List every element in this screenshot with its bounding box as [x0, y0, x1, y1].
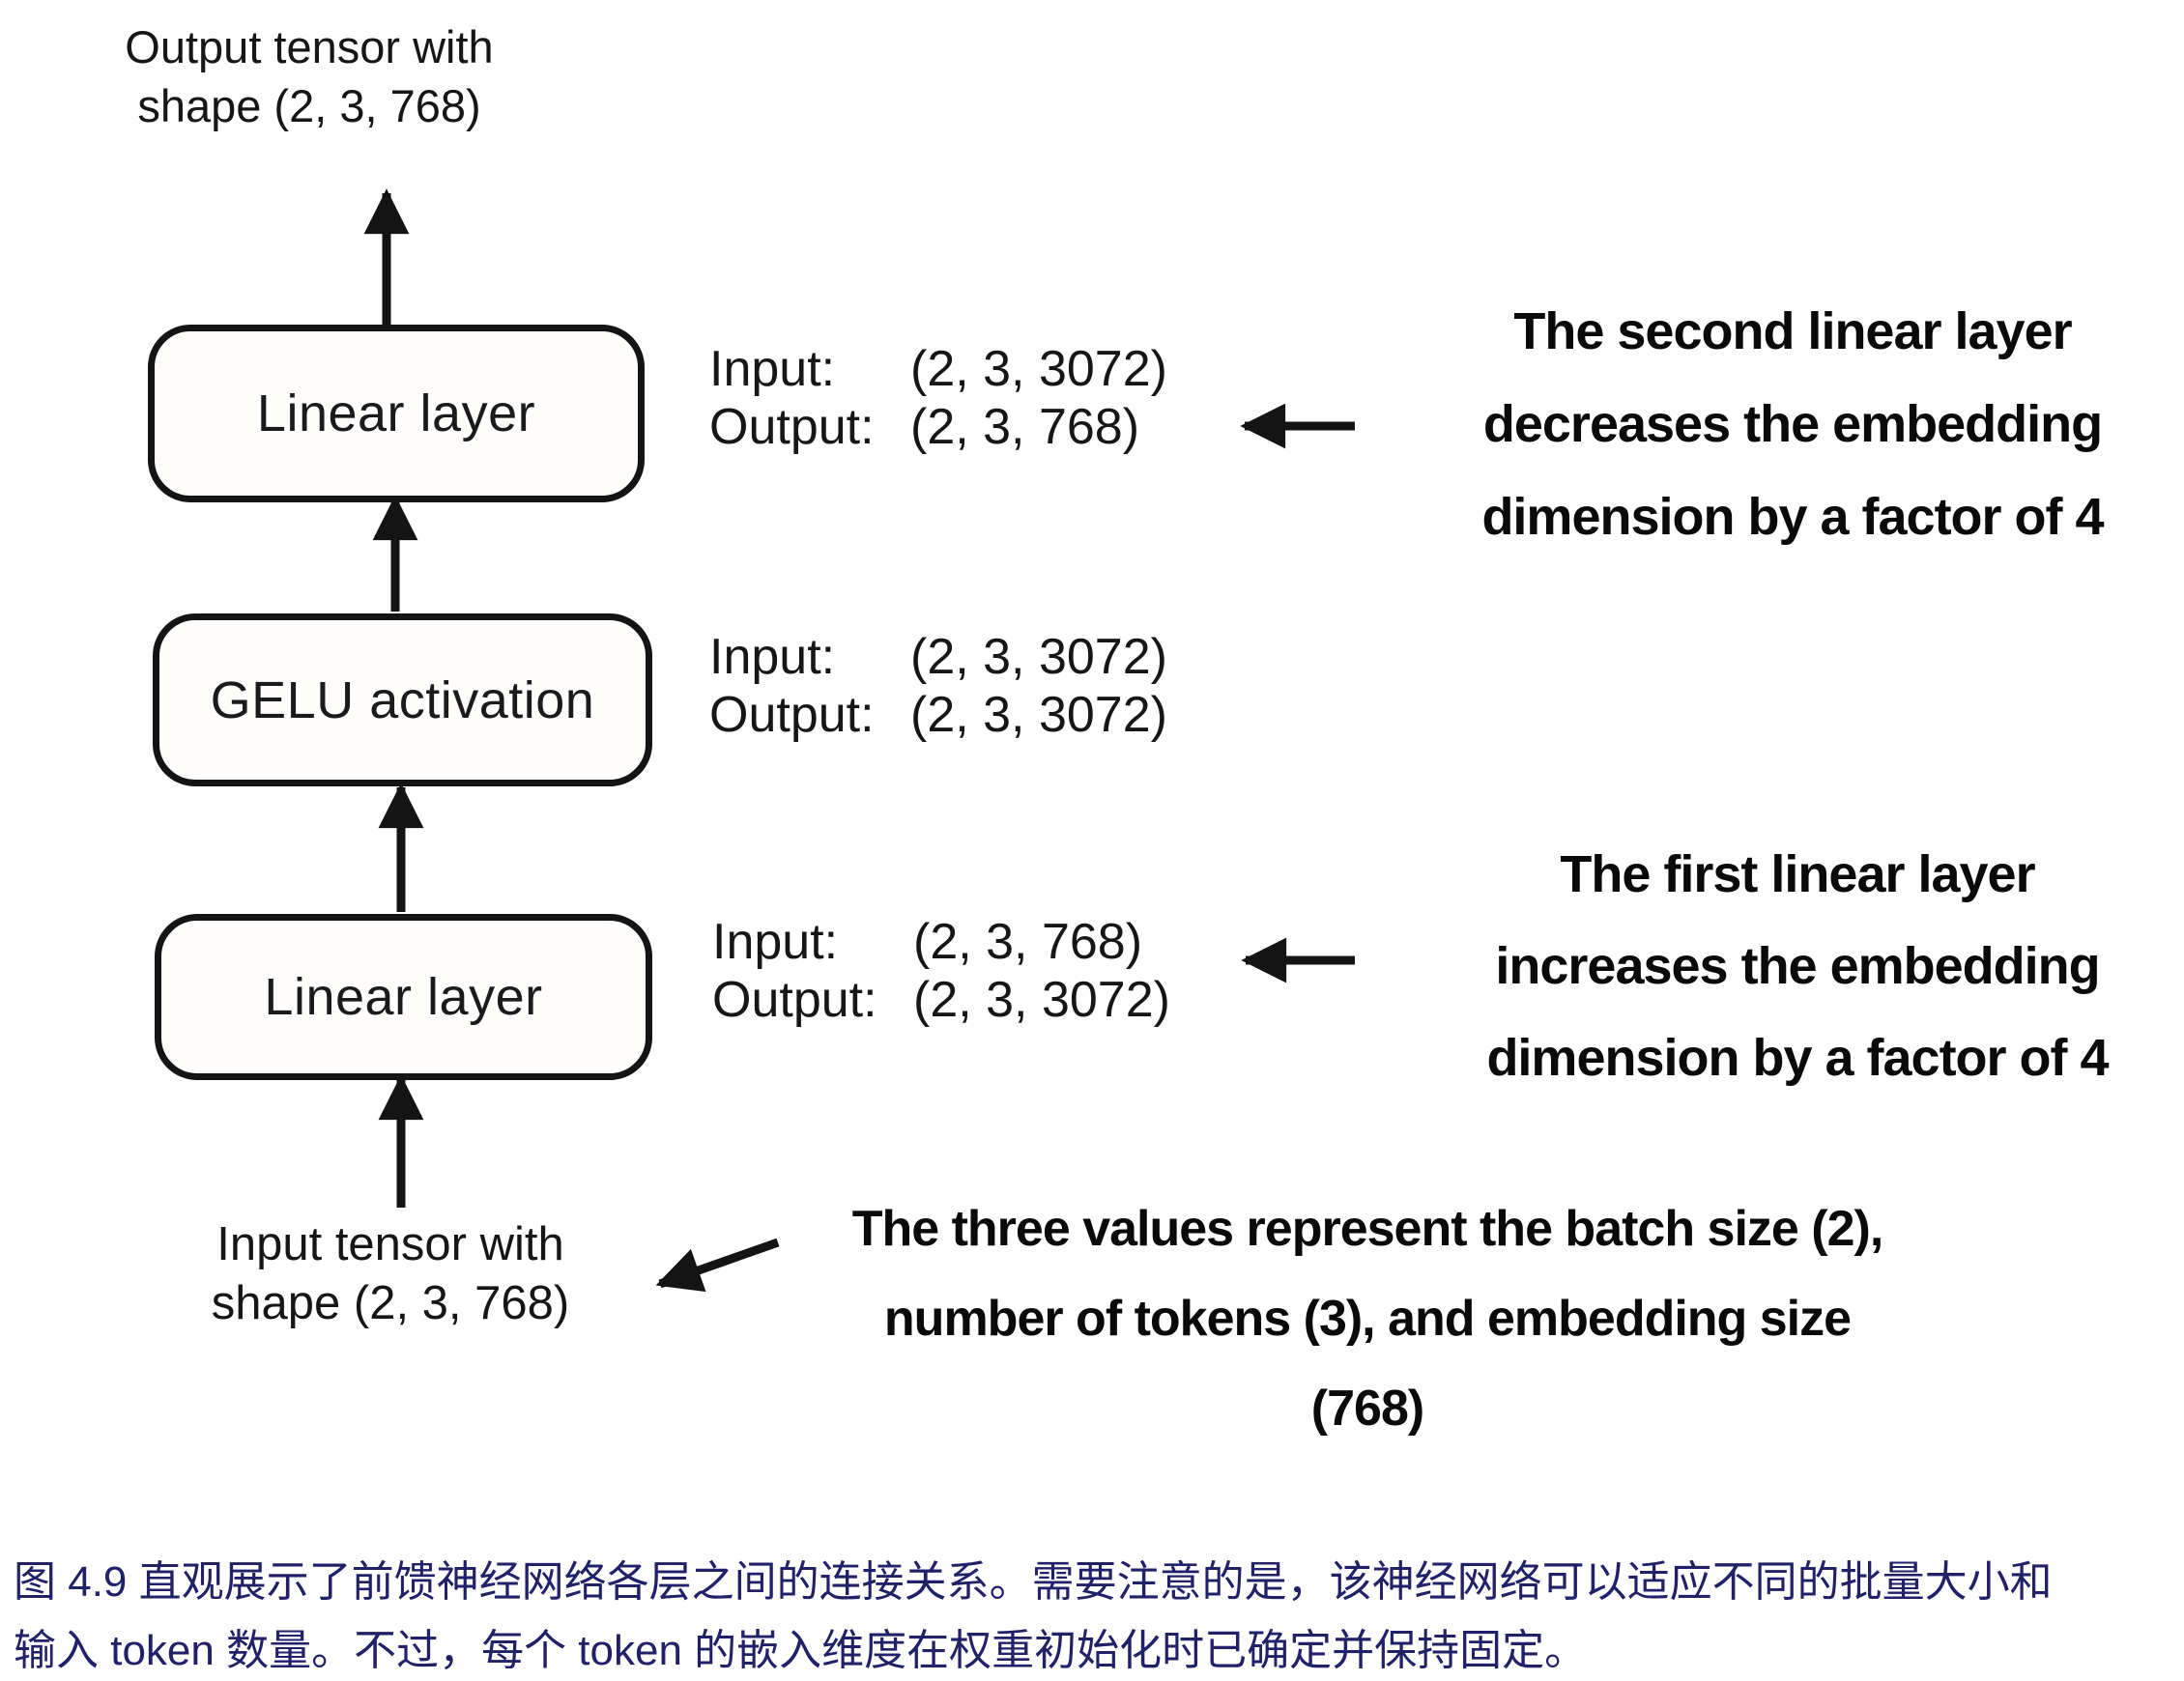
io-input-value: (2, 3, 768) [913, 914, 1143, 970]
arrow-diagonal-note-three-values-icon [655, 1238, 780, 1293]
output-tensor-label: Output tensor with shape (2, 3, 768) [125, 21, 494, 131]
io-output-value: (2, 3, 3072) [910, 687, 1167, 743]
io-output-heading: Output: [709, 399, 875, 455]
linear-layer-1-box: Linear layer [155, 914, 652, 1080]
io-output-value: (2, 3, 768) [910, 399, 1140, 455]
note-three-values: The three values represent the batch siz… [851, 1201, 1884, 1437]
linear-layer-2-label: Linear layer [256, 385, 536, 442]
input-tensor-label: Input tensor with shape (2, 3, 768) [211, 1218, 570, 1329]
io-input-heading: Input: [712, 914, 839, 970]
io-output-heading: Output: [712, 972, 877, 1028]
io-input-heading: Input: [709, 629, 836, 685]
note-first-linear-layer: The first linear layer increases the emb… [1486, 845, 2109, 1087]
figure-caption: 图 4.9 直观展示了前馈神经网络各层之间的连接关系。需要注意的是，该神经网络可… [14, 1558, 2053, 1674]
gelu-activation-box: GELU activation [153, 613, 652, 786]
linear-layer-2-io: Input: (2, 3, 3072) Output: (2, 3, 768) [709, 340, 1167, 456]
gelu-activation-label: GELU activation [210, 670, 595, 729]
linear-layer-2-box: Linear layer [148, 325, 645, 502]
io-input-value: (2, 3, 3072) [910, 341, 1167, 397]
io-output-value: (2, 3, 3072) [913, 972, 1170, 1028]
io-input-heading: Input: [709, 341, 836, 397]
linear-layer-1-io: Input: (2, 3, 768) Output: (2, 3, 3072) [712, 913, 1170, 1029]
linear-layer-1-label: Linear layer [264, 968, 543, 1026]
gelu-activation-io: Input: (2, 3, 3072) Output: (2, 3, 3072) [709, 628, 1167, 744]
io-input-value: (2, 3, 3072) [910, 629, 1167, 685]
io-output-heading: Output: [709, 687, 875, 743]
note-second-linear-layer: The second linear layer decreases the em… [1481, 302, 2104, 546]
